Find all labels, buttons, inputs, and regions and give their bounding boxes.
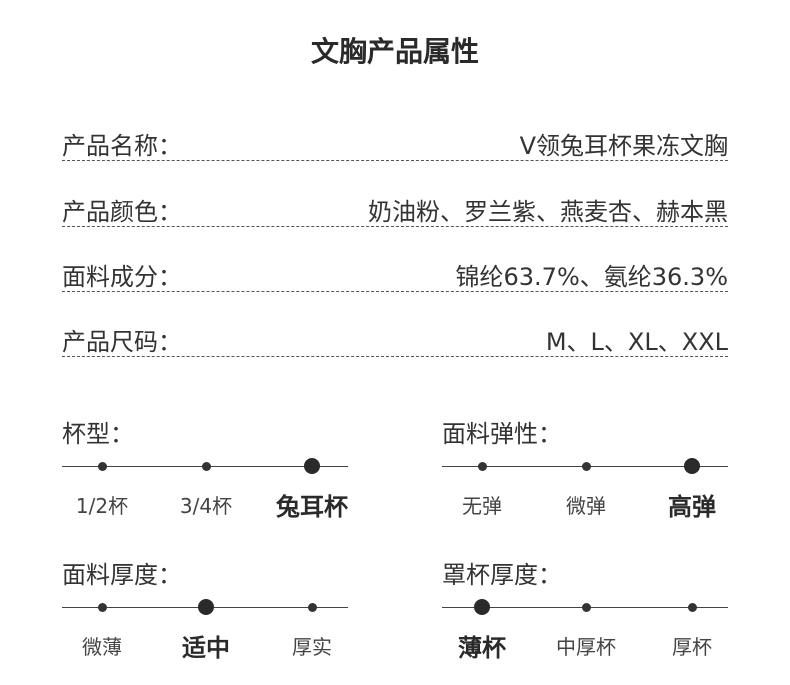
attr-row-size: 产品尺码： M、L、XL、XXL (62, 322, 728, 357)
scale-label: 面料厚度： (62, 561, 182, 589)
scale-dot-selected (198, 599, 214, 615)
scale-option: 微薄 (82, 635, 122, 659)
attr-value: 锦纶63.7%、氨纶36.3% (455, 263, 728, 291)
scale-dot-selected (474, 599, 490, 615)
scale-dot (687, 603, 697, 612)
scale-option: 3/4杯 (179, 494, 233, 518)
scale-dot (97, 462, 107, 471)
scale-option: 中厚杯 (556, 635, 616, 659)
page-title: 文胸产品属性 (310, 35, 479, 68)
scale-option-selected: 薄杯 (458, 634, 506, 662)
attr-value: M、L、XL、XXL (545, 328, 728, 356)
scale-option-selected: 高弹 (668, 493, 716, 521)
scale-option: 1/2杯 (75, 494, 129, 518)
attr-label: 产品名称： (62, 132, 182, 160)
scale-dot (97, 603, 107, 612)
scale-option-selected: 兔耳杯 (276, 493, 348, 521)
scale-label: 面料弹性： (442, 420, 562, 448)
scale-option: 微弹 (566, 494, 606, 518)
attr-row-name: 产品名称： V领兔耳杯果冻文胸 (62, 126, 728, 161)
scale-dot (307, 603, 317, 612)
scale-dot (581, 462, 591, 471)
scale-dot (581, 603, 591, 612)
attr-value: 奶油粉、罗兰紫、燕麦杏、赫本黑 (368, 198, 728, 226)
attr-row-color: 产品颜色： 奶油粉、罗兰紫、燕麦杏、赫本黑 (62, 192, 728, 227)
scale-dot (201, 462, 211, 471)
scale-label: 罩杯厚度： (442, 561, 562, 589)
scale-cup-thickness: 罩杯厚度： 薄杯 中厚杯 厚杯 (442, 555, 728, 665)
scale-cup-type: 杯型： 1/2杯 3/4杯 兔耳杯 (62, 414, 348, 524)
scale-dot-selected (304, 458, 320, 474)
attr-value: V领兔耳杯果冻文胸 (519, 132, 728, 160)
scale-elasticity: 面料弹性： 无弹 微弹 高弹 (442, 414, 728, 524)
scale-option: 厚杯 (672, 635, 712, 659)
scale-label: 杯型： (62, 420, 134, 448)
scale-dot-selected (684, 458, 700, 474)
scale-option: 无弹 (462, 494, 502, 518)
scale-dot (477, 462, 487, 471)
scale-fabric-thickness: 面料厚度： 微薄 适中 厚实 (62, 555, 348, 665)
scale-option: 厚实 (292, 635, 332, 659)
attr-row-material: 面料成分： 锦纶63.7%、氨纶36.3% (62, 257, 728, 292)
attr-label: 产品尺码： (62, 328, 182, 356)
attr-label: 面料成分： (62, 263, 182, 291)
attr-label: 产品颜色： (62, 198, 182, 226)
scale-option-selected: 适中 (182, 634, 230, 662)
